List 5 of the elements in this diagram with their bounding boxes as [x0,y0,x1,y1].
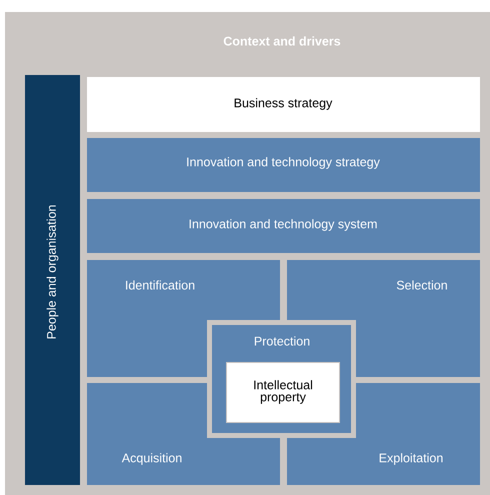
band-box: Business strategy [87,77,480,132]
band-box: Innovation and technology system [87,199,480,253]
inner-box: Intellectual property [226,362,340,423]
vertical-bar: People and organisation [25,75,80,485]
band-box: Innovation and technology strategy [87,138,480,192]
